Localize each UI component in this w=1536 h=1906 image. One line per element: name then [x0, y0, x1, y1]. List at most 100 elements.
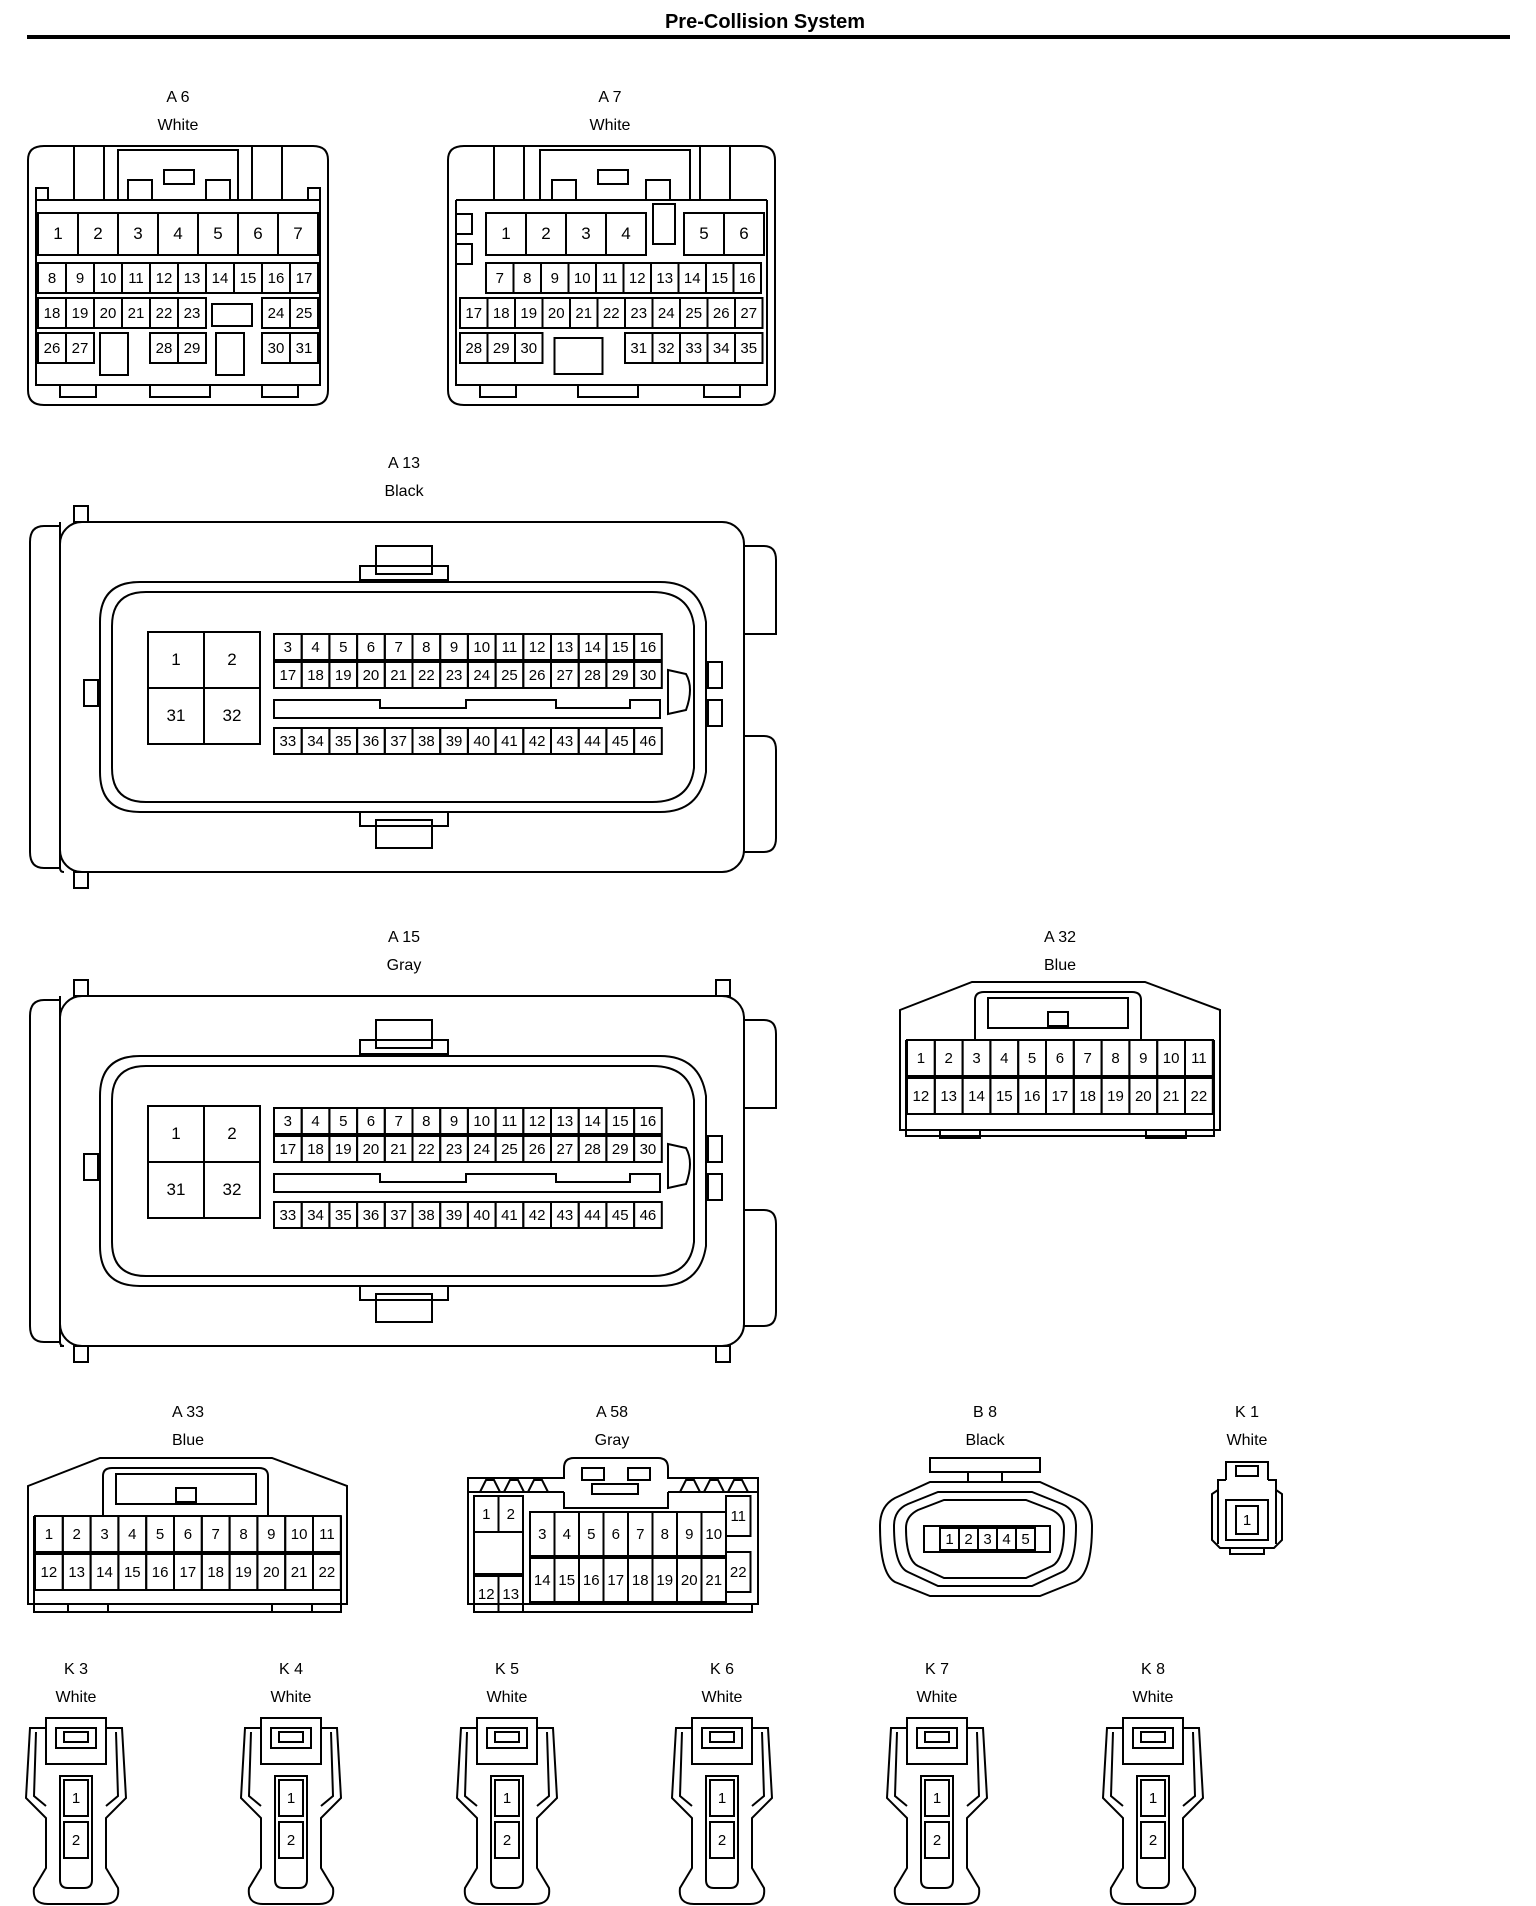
pin-6: 6	[173, 1515, 203, 1553]
svg-text:21: 21	[1163, 1088, 1180, 1105]
svg-text:9: 9	[1139, 1050, 1147, 1067]
svg-text:17: 17	[465, 305, 482, 322]
svg-text:3: 3	[983, 1531, 991, 1548]
connector-color: White	[56, 1689, 97, 1706]
svg-text:36: 36	[363, 733, 380, 750]
pin-19: 19	[65, 297, 95, 329]
pin-14: 14	[529, 1557, 556, 1603]
pin-5: 5	[328, 633, 359, 661]
svg-text:41: 41	[501, 1207, 518, 1224]
svg-text:19: 19	[335, 1141, 352, 1158]
pin-42: 42	[522, 727, 552, 755]
svg-text:12: 12	[41, 1564, 58, 1581]
pin-25: 25	[494, 661, 525, 689]
pin-2: 2	[1140, 1821, 1166, 1859]
svg-text:17: 17	[296, 270, 313, 287]
svg-text:46: 46	[640, 1207, 657, 1224]
pin-16: 16	[261, 262, 291, 294]
svg-text:43: 43	[557, 1207, 574, 1224]
pin-5: 5	[197, 212, 239, 256]
pin-37: 37	[383, 727, 414, 755]
svg-text:32: 32	[223, 706, 242, 725]
svg-text:13: 13	[557, 1113, 574, 1130]
pin-6: 6	[356, 1107, 386, 1135]
pin-8: 8	[651, 1511, 678, 1557]
svg-text:28: 28	[584, 667, 601, 684]
connector-color: Gray	[595, 1432, 630, 1449]
pin-16: 16	[578, 1557, 605, 1603]
pin-9: 9	[439, 1107, 469, 1135]
pin-27: 27	[734, 297, 764, 329]
svg-text:18: 18	[307, 667, 324, 684]
svg-text:1: 1	[945, 1531, 953, 1548]
svg-text:8: 8	[48, 270, 56, 287]
svg-text:2: 2	[227, 650, 236, 669]
pin-1: 1	[485, 212, 527, 256]
svg-text:44: 44	[584, 1207, 601, 1224]
pin-7: 7	[627, 1511, 654, 1557]
pin-20: 20	[93, 297, 123, 329]
pin-8: 8	[228, 1515, 259, 1553]
svg-text:26: 26	[529, 667, 546, 684]
pin-19: 19	[328, 661, 359, 689]
svg-text:28: 28	[584, 1141, 601, 1158]
svg-text:12: 12	[156, 270, 173, 287]
pin-11: 11	[725, 1495, 752, 1537]
pin-22: 22	[725, 1551, 752, 1593]
pin-34: 34	[300, 727, 331, 755]
connector-color: White	[590, 117, 631, 134]
pin-3: 3	[529, 1511, 556, 1557]
svg-text:17: 17	[180, 1564, 197, 1581]
svg-text:21: 21	[390, 1141, 407, 1158]
pin-8: 8	[411, 633, 442, 661]
pin-32: 32	[203, 1161, 261, 1219]
connector-k6: K 6 White 12	[670, 1661, 774, 1905]
svg-text:38: 38	[418, 1207, 435, 1224]
svg-text:17: 17	[1052, 1088, 1069, 1105]
pin-44: 44	[577, 727, 608, 755]
pin-9: 9	[65, 262, 95, 294]
pin-14: 14	[961, 1077, 992, 1115]
svg-text:12: 12	[529, 639, 546, 656]
pin-11: 11	[312, 1515, 342, 1553]
pin-14: 14	[577, 1107, 608, 1135]
svg-text:4: 4	[128, 1526, 136, 1543]
svg-text:22: 22	[1191, 1088, 1208, 1105]
connector-k8: K 8 White 12	[1101, 1661, 1205, 1905]
pin-43: 43	[550, 727, 580, 755]
svg-text:17: 17	[607, 1572, 624, 1589]
svg-text:10: 10	[291, 1526, 308, 1543]
pin-2: 2	[497, 1495, 524, 1533]
pin-17: 17	[602, 1557, 629, 1603]
pin-19: 19	[228, 1553, 259, 1591]
svg-text:14: 14	[534, 1572, 551, 1589]
svg-text:2: 2	[945, 1050, 953, 1067]
pin-40: 40	[466, 1201, 497, 1229]
svg-text:27: 27	[72, 340, 89, 357]
pin-24: 24	[651, 297, 681, 329]
pin-2: 2	[924, 1821, 950, 1859]
pin-1: 1	[473, 1495, 500, 1533]
pin-13: 13	[650, 262, 680, 294]
svg-text:31: 31	[167, 706, 186, 725]
connector-k1: K 1 White 1	[1211, 1404, 1283, 1555]
svg-text:5: 5	[1021, 1531, 1029, 1548]
pin-10: 10	[466, 1107, 497, 1135]
pin-4: 4	[989, 1039, 1020, 1077]
pin-15: 15	[233, 262, 263, 294]
svg-text:22: 22	[730, 1564, 747, 1581]
svg-text:32: 32	[223, 1180, 242, 1199]
pin-12: 12	[522, 633, 552, 661]
pin-3: 3	[273, 1107, 303, 1135]
svg-text:16: 16	[640, 1113, 657, 1130]
pin-38: 38	[411, 727, 442, 755]
svg-text:22: 22	[418, 1141, 435, 1158]
svg-text:18: 18	[44, 305, 61, 322]
connector-id: K 1	[1235, 1404, 1259, 1421]
connector-id: K 4	[279, 1661, 303, 1678]
pin-12: 12	[522, 1107, 552, 1135]
svg-text:6: 6	[367, 1113, 375, 1130]
connector-id: A 33	[172, 1404, 204, 1421]
